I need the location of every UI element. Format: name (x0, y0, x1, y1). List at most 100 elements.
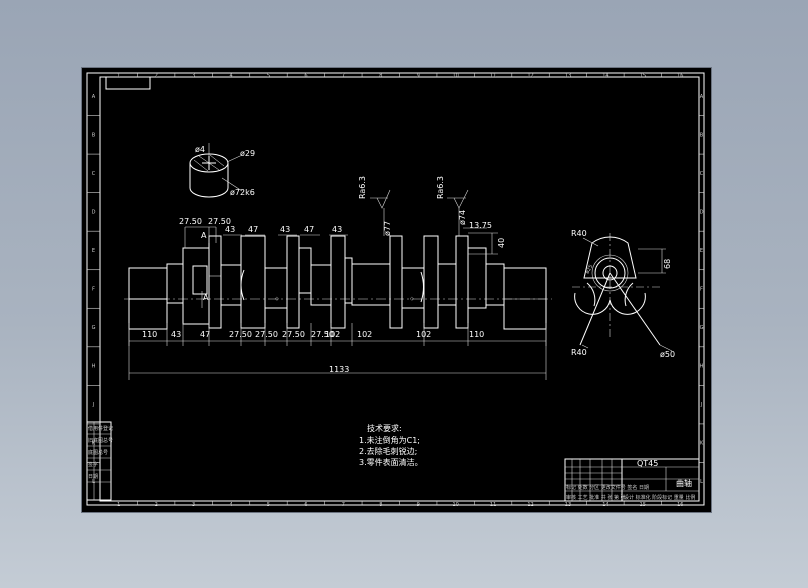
border-column-label: 10 (452, 502, 458, 508)
border-row-label: G (700, 325, 704, 331)
roughness-left: Ra6.3 (358, 176, 367, 199)
dim-top-6: 47 (304, 225, 314, 234)
side-dia: ø50 (660, 350, 675, 359)
border-row-label: G (92, 325, 96, 331)
dim-top-7: 43 (332, 225, 342, 234)
dim-right-dia: ø74 (458, 210, 467, 225)
left-side-table: 借用件登记 旧底图总号 底图总号 签字 日期 (86, 421, 113, 501)
border-column-label: 6 (304, 73, 307, 79)
border-ticks (87, 73, 704, 505)
border-column-label: 14 (602, 502, 608, 508)
technical-notes: 技术要求: 1.未注倒角为C1; 2.去除毛刺锐边; 3.零件表面清洁。 (359, 423, 423, 467)
border-column-label: 13 (565, 502, 571, 508)
border-row-label: H (92, 364, 96, 370)
dim-bottom-value: 47 (200, 330, 210, 339)
border-row-label: C (700, 171, 704, 177)
roughness-right: Ra6.3 (436, 176, 445, 199)
dim-bottom-value: 27.50 (255, 330, 278, 339)
title-row-2: 设计 标准化 阶段标记 重量 比例 (624, 494, 695, 501)
border-row-label: B (700, 132, 704, 138)
top-left-box (105, 76, 151, 90)
dim-bottom-value: 27.50 (311, 330, 334, 339)
border-column-label: 9 (417, 73, 420, 79)
border-row-label: E (700, 248, 703, 254)
side-table-5: 日期 (88, 474, 98, 480)
section-label-bore: ø4 (195, 145, 205, 154)
dim-bottom-value: 27.50 (282, 330, 305, 339)
border-column-label: 4 (229, 502, 232, 508)
notes-line-1: 1.未注倒角为C1; (359, 435, 420, 445)
border-column-label: 14 (602, 73, 608, 79)
border-row-label: J (700, 402, 702, 408)
border-column-label: 9 (417, 502, 420, 508)
side-hole: ø25 (585, 264, 595, 275)
border-column-label: 16 (677, 73, 683, 79)
border-column-label: 11 (490, 73, 496, 79)
title-material: QT45 (637, 459, 658, 468)
side-table-1: 借用件登记 (88, 425, 113, 432)
side-view: R40 68 ø25 R40 ø50 (571, 229, 675, 359)
border-column-label: 8 (379, 73, 382, 79)
section-label-fit: ø72k6 (230, 188, 255, 197)
border-row-label: H (700, 364, 704, 370)
border-column-label: 2 (155, 502, 158, 508)
border-column-label: 15 (640, 502, 646, 508)
border-column-label: 15 (640, 73, 646, 79)
dim-top-2: 27.50 (208, 217, 231, 226)
dim-bottom-value: 43 (171, 330, 181, 339)
notes-title: 技术要求: (367, 423, 402, 433)
border-row-label: K (700, 441, 704, 447)
dim-height: 40 (497, 238, 506, 248)
border-row-label: J (92, 402, 94, 408)
dim-bottom-value: 102 (357, 330, 372, 339)
border-row-label: F (92, 287, 95, 293)
svg-text:◇: ◇ (410, 296, 414, 302)
border-column-label: 1 (117, 73, 120, 79)
title-row-3: 审核 工艺 批准 共 张 第 张 (566, 494, 626, 501)
border-row-label: C (92, 171, 96, 177)
border-row-label: L (700, 479, 703, 485)
border-column-label: 11 (490, 502, 496, 508)
title-block: QT45 曲轴 标记 处数 分区 更改文件号 签名 日期 设计 标准化 阶段标记… (564, 458, 700, 502)
dim-top-5: 43 (280, 225, 290, 234)
border-column-label: 1 (117, 502, 120, 508)
dim-bottom-value: 110 (142, 330, 157, 339)
dim-overall: 1133 (329, 365, 349, 374)
border-column-label: 5 (267, 73, 270, 79)
notes-line-3: 3.零件表面清洁。 (359, 457, 423, 467)
border-row-label: B (92, 132, 96, 138)
side-table-3: 底图总号 (88, 449, 108, 456)
dim-step: 13.75 (469, 221, 492, 230)
dim-top-1: 27.50 (179, 217, 202, 226)
section-mark-top: A (201, 231, 207, 240)
border-column-label: 12 (527, 73, 533, 79)
border-row-label: A (700, 94, 704, 100)
dim-bottom-value: 102 (416, 330, 431, 339)
side-radius-bottom: R40 (571, 348, 587, 357)
border-row-label: E (92, 248, 95, 254)
section-label-dia: ø29 (240, 149, 255, 158)
border-column-label: 8 (379, 502, 382, 508)
border-column-label: 6 (304, 502, 307, 508)
outer-frame (86, 72, 705, 506)
title-row-1: 标记 处数 分区 更改文件号 签名 日期 (566, 484, 649, 491)
dimensions-top: 27.50 27.50 A 43 47 43 47 43 A Ra6.3 Ra6… (179, 176, 506, 308)
border-column-label: 7 (342, 502, 345, 508)
side-radius-top: R40 (571, 229, 587, 238)
border-column-label: 16 (677, 502, 683, 508)
dim-top-4: 47 (248, 225, 258, 234)
border-column-label: 2 (155, 73, 158, 79)
side-table-2: 旧底图总号 (88, 437, 113, 444)
border-column-label: 10 (452, 73, 458, 79)
section-mark-bottom: A (203, 293, 209, 302)
border-row-label: F (700, 287, 703, 293)
engineering-drawing: 1122334455667788991010111112121313141415… (86, 72, 705, 508)
side-dist: 68 (663, 259, 672, 269)
section-view: ø4 ø29 ø72k6 (189, 143, 255, 198)
border-column-label: 12 (527, 502, 533, 508)
border-column-label: 13 (565, 73, 571, 79)
border-row-label: A (92, 94, 96, 100)
dim-bottom-value: 110 (469, 330, 484, 339)
